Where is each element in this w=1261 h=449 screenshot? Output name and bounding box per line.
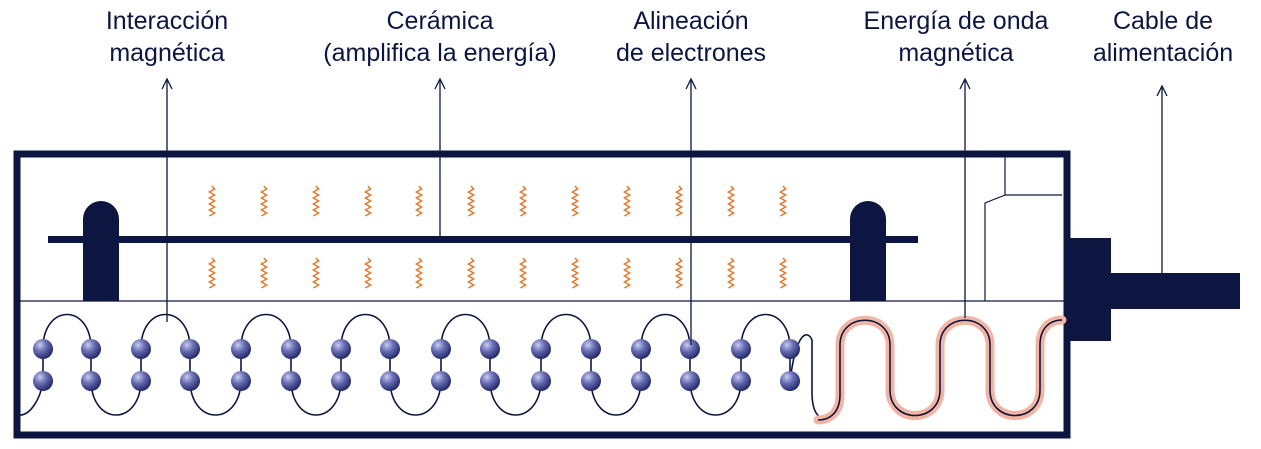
ceramic-wave-bottom-2 — [259, 257, 269, 289]
arrowhead-ceramic — [434, 77, 446, 90]
label-power-cable: Cable de alimentación — [1073, 5, 1253, 69]
ceramic-wave-bottom-5 — [414, 257, 424, 289]
ceramic-wave-top-7 — [518, 185, 528, 217]
ceramic-emissions — [207, 185, 788, 289]
electron-15-top — [731, 339, 751, 359]
ceramic-wave-top-5 — [414, 185, 424, 217]
ceramic-wave-bottom-9 — [622, 257, 632, 289]
electron-11-bottom — [531, 371, 551, 391]
ceramic-wave-bottom-3 — [311, 257, 321, 289]
ceramic-wave-bottom-8 — [570, 257, 580, 289]
electron-6-top — [281, 339, 301, 359]
electron-4-top — [180, 339, 200, 359]
ceramic-wave-bottom-1 — [207, 257, 217, 289]
ceramic-wave-top-12 — [778, 185, 788, 217]
label-magnetic-wave-energy-line2: magnética — [898, 39, 1014, 67]
label-electron-alignment-line2: de electrones — [615, 39, 767, 67]
label-ceramic-line2: (amplifica la energía) — [323, 39, 557, 67]
electron-10-bottom — [480, 371, 500, 391]
electron-12-top — [581, 339, 601, 359]
electron-1-bottom — [33, 371, 53, 391]
electron-7-bottom — [331, 371, 351, 391]
electron-2-bottom — [81, 371, 101, 391]
ceramic-wave-top-8 — [570, 185, 580, 217]
electron-3-bottom — [131, 371, 151, 391]
electron-9-bottom — [431, 371, 451, 391]
label-ceramic: Cerámica (amplifica la energía) — [305, 5, 575, 69]
left-support-post — [83, 201, 119, 301]
electron-13-top — [631, 339, 651, 359]
label-magnetic-interaction: Interacción magnética — [87, 5, 247, 69]
label-ceramic-line1: Cerámica — [386, 7, 494, 35]
electron-16-top — [780, 339, 800, 359]
magnetic-wave-line — [817, 319, 1063, 421]
ceramic-wave-bottom-6 — [466, 257, 476, 289]
ceramic-wave-top-10 — [674, 185, 684, 217]
label-magnetic-wave-energy-line1: Energía de onda — [863, 7, 1049, 35]
electron-8-bottom — [380, 371, 400, 391]
electron-7-top — [331, 339, 351, 359]
ceramic-wave-bottom-7 — [518, 257, 528, 289]
right-support-post — [850, 201, 886, 301]
label-electron-alignment-line1: Alineación — [633, 7, 749, 35]
ceramic-wave-bottom-11 — [726, 257, 736, 289]
ceramic-wave-bottom-4 — [363, 257, 373, 289]
label-magnetic-wave-energy: Energía de onda magnética — [846, 5, 1066, 69]
electron-8-top — [380, 339, 400, 359]
electron-2-top — [81, 339, 101, 359]
support-bar — [48, 236, 918, 243]
electron-5-top — [231, 339, 251, 359]
power-cable — [1108, 273, 1240, 309]
label-magnetic-interaction-line1: Interacción — [105, 7, 229, 35]
electron-1-top — [33, 339, 53, 359]
arrowhead-magnetic-wave — [959, 77, 971, 90]
ceramic-wave-top-2 — [259, 185, 269, 217]
callout-pointers — [161, 77, 1168, 345]
ceramic-wave-bottom-12 — [778, 257, 788, 289]
connector-box — [984, 157, 1062, 301]
electron-15-bottom — [731, 371, 751, 391]
label-electron-alignment: Alineación de electrones — [596, 5, 786, 69]
electron-6-bottom — [281, 371, 301, 391]
electron-16-bottom — [780, 371, 800, 391]
electron-4-bottom — [180, 371, 200, 391]
arrowhead-magnetic-interaction — [161, 77, 173, 90]
electron-11-top — [531, 339, 551, 359]
label-power-cable-line1: Cable de — [1112, 7, 1214, 35]
device-housing — [13, 150, 1071, 439]
ceramic-wave-top-6 — [466, 185, 476, 217]
electron-13-bottom — [631, 371, 651, 391]
label-magnetic-interaction-line2: magnética — [109, 39, 225, 67]
arrowhead-electron-alignment — [685, 77, 697, 90]
electron-3-top — [131, 339, 151, 359]
electron-14-bottom — [680, 371, 700, 391]
ceramic-wave-top-9 — [622, 185, 632, 217]
ceramic-wave-top-3 — [311, 185, 321, 217]
ceramic-wave-bottom-10 — [674, 257, 684, 289]
arrowhead-power-cable — [1156, 84, 1168, 97]
ceramic-wave-top-11 — [726, 185, 736, 217]
electron-5-bottom — [231, 371, 251, 391]
electron-14-top — [680, 339, 700, 359]
electron-pairs — [33, 339, 800, 391]
electron-12-bottom — [581, 371, 601, 391]
power-plug — [1068, 238, 1111, 341]
label-power-cable-line2: alimentación — [1092, 39, 1234, 67]
electron-9-top — [431, 339, 451, 359]
ceramic-wave-top-4 — [363, 185, 373, 217]
electron-10-top — [480, 339, 500, 359]
ceramic-wave-top-1 — [207, 185, 217, 217]
